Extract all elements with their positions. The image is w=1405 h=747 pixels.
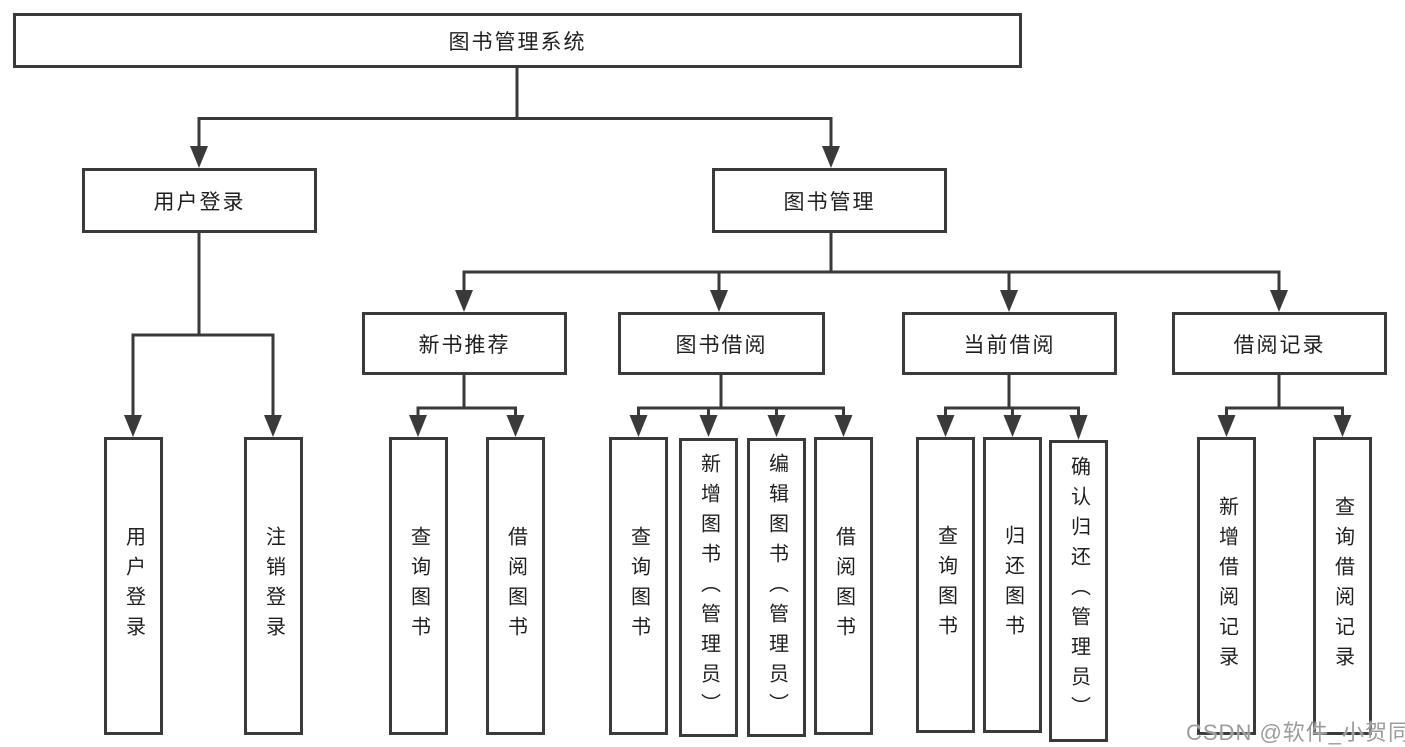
leaf-bb-query-book: 查询图书	[609, 437, 668, 735]
leaf-bb-borrow-book-label: 借阅图书	[832, 526, 855, 646]
leaf-logout-label: 注销登录	[262, 526, 285, 646]
node-current-borrow-label: 当前借阅	[963, 333, 1056, 357]
node-book-management: 图书管理	[712, 168, 947, 233]
leaf-cb-confirm-return-admin: 确认归还（管理员）	[1049, 440, 1108, 742]
leaf-nbr-query-book: 查询图书	[389, 437, 448, 735]
leaf-bb-query-book-label: 查询图书	[627, 526, 650, 646]
node-user-login-label: 用户登录	[153, 190, 246, 214]
csdn-watermark: CSDN @软件_小贺同学	[1186, 720, 1405, 745]
leaf-bb-add-book-admin-label: 新增图书（管理员）	[697, 452, 720, 723]
leaf-nbr-borrow-book: 借阅图书	[486, 437, 545, 735]
leaf-br-query-record-label: 查询借阅记录	[1331, 496, 1354, 676]
leaf-user-login: 用户登录	[104, 437, 163, 735]
leaf-cb-query-book-label: 查询图书	[934, 525, 957, 645]
leaf-logout: 注销登录	[244, 437, 303, 735]
leaf-bb-add-book-admin: 新增图书（管理员）	[679, 438, 738, 737]
node-user-login: 用户登录	[82, 168, 317, 233]
connector-current-borrow-to-leaves	[936, 375, 1088, 440]
leaf-bb-edit-book-admin-label: 编辑图书（管理员）	[765, 452, 788, 723]
leaf-br-query-record: 查询借阅记录	[1313, 437, 1372, 735]
leaf-bb-edit-book-admin: 编辑图书（管理员）	[747, 438, 806, 737]
leaf-nbr-query-book-label: 查询图书	[407, 526, 430, 646]
connector-user-login-to-leaves	[124, 233, 282, 437]
node-book-management-label: 图书管理	[783, 190, 876, 214]
node-root-label: 图书管理系统	[448, 30, 587, 54]
node-borrow-record: 借阅记录	[1172, 312, 1387, 375]
connector-root-to-level2	[190, 68, 840, 168]
node-book-borrow-label: 图书借阅	[675, 333, 768, 357]
leaf-cb-query-book: 查询图书	[916, 437, 975, 733]
node-borrow-record-label: 借阅记录	[1233, 333, 1326, 357]
leaf-br-add-record-label: 新增借阅记录	[1215, 496, 1238, 676]
node-root-library-management-system: 图书管理系统	[13, 13, 1022, 68]
node-new-book-recommend: 新书推荐	[362, 312, 567, 375]
connector-new-book-recommend-to-leaves	[409, 375, 525, 437]
leaf-cb-return-book: 归还图书	[983, 437, 1042, 733]
leaf-cb-confirm-return-admin-label: 确认归还（管理员）	[1067, 456, 1090, 726]
leaf-nbr-borrow-book-label: 借阅图书	[504, 526, 527, 646]
connector-book-management-to-level3	[455, 233, 1288, 312]
leaf-br-add-record: 新增借阅记录	[1197, 437, 1256, 735]
node-new-book-recommend-label: 新书推荐	[418, 333, 511, 357]
connector-borrow-record-to-leaves	[1217, 375, 1352, 437]
leaf-cb-return-book-label: 归还图书	[1001, 525, 1024, 645]
node-book-borrow: 图书借阅	[618, 312, 825, 375]
node-current-borrow: 当前借阅	[902, 312, 1117, 375]
leaf-bb-borrow-book: 借阅图书	[814, 437, 873, 735]
leaf-user-login-label: 用户登录	[122, 526, 145, 646]
connector-book-borrow-to-leaves	[629, 375, 853, 437]
